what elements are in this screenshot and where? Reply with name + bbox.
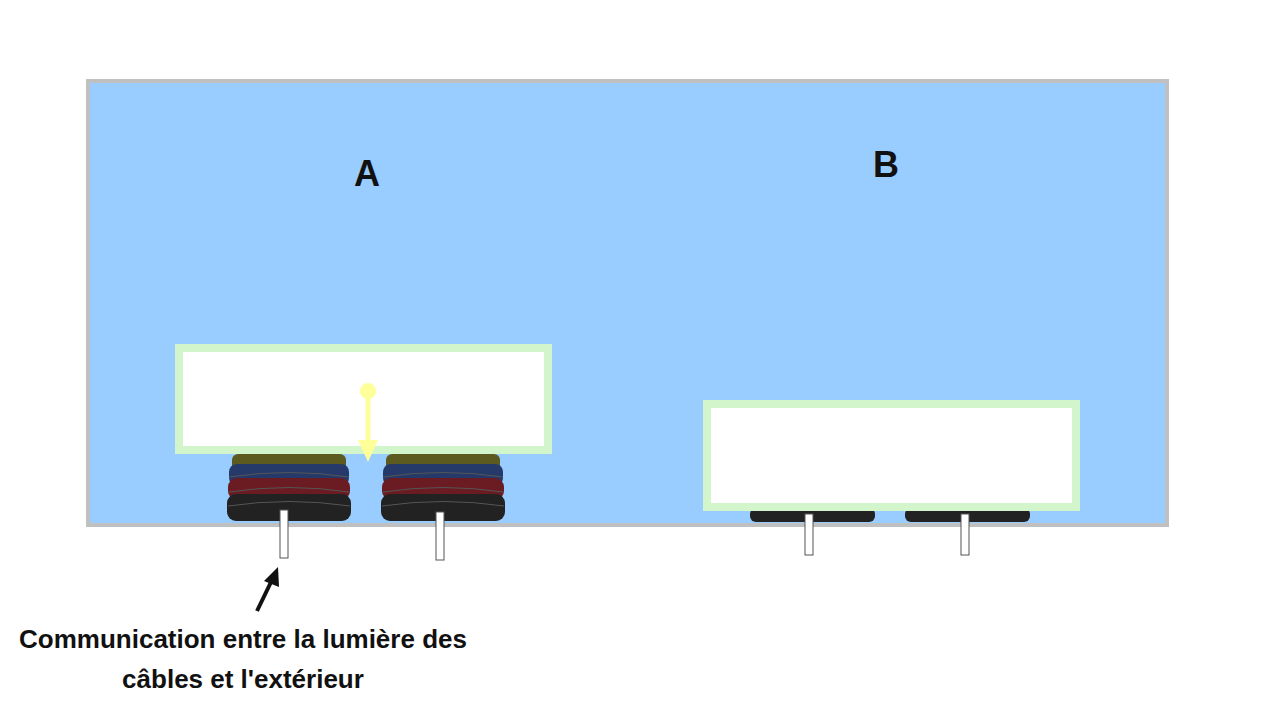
water-tank <box>88 81 1167 525</box>
section-letter: A <box>327 152 407 196</box>
section-letter: B <box>846 143 926 187</box>
leader-arrow <box>257 567 279 611</box>
vent-tube <box>805 514 813 555</box>
vent-tube <box>280 510 288 558</box>
floating-plate <box>179 348 548 450</box>
vent-tube <box>961 514 969 555</box>
callout-text: Communication entre la lumière des câble… <box>18 619 468 699</box>
cable-stack-a2 <box>381 454 505 521</box>
cable-stack-a1 <box>227 454 351 521</box>
weight-arrow <box>358 383 378 462</box>
vent-tube <box>436 512 444 560</box>
floating-plate <box>707 404 1076 507</box>
